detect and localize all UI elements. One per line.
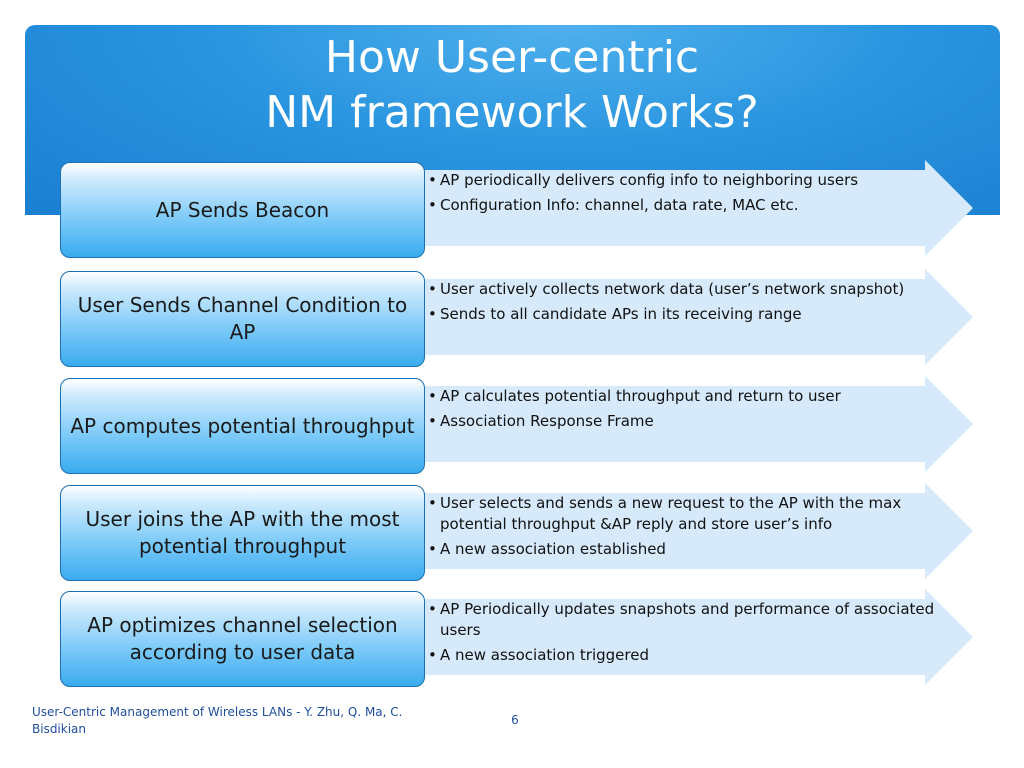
- bullet-item: AP Periodically updates snapshots and pe…: [428, 599, 948, 641]
- step-box-4: User joins the AP with the most potentia…: [60, 485, 425, 581]
- step-bullets-5: AP Periodically updates snapshots and pe…: [428, 599, 948, 670]
- step-label-3: AP computes potential throughput: [70, 413, 415, 438]
- step-box-1: AP Sends Beacon: [60, 162, 425, 258]
- page-number: 6: [511, 713, 519, 727]
- step-box-2: User Sends Channel Condition to AP: [60, 271, 425, 367]
- step-label-1: AP Sends Beacon: [155, 197, 330, 222]
- step-box-5: AP optimizes channel selection according…: [60, 591, 425, 687]
- bullet-item: Association Response Frame: [428, 411, 948, 432]
- step-row-2: User Sends Channel Condition to AP User …: [0, 267, 1024, 372]
- bullet-item: Configuration Info: channel, data rate, …: [428, 195, 948, 216]
- step-row-4: User joins the AP with the most potentia…: [0, 481, 1024, 586]
- step-row-5: AP optimizes channel selection according…: [0, 587, 1024, 692]
- bullet-item: AP calculates potential throughput and r…: [428, 386, 948, 407]
- bullet-item: A new association established: [428, 539, 948, 560]
- slide-title-line-1: How User-centric: [324, 32, 700, 83]
- step-bullets-4: User selects and sends a new request to …: [428, 493, 948, 564]
- step-label-4: User joins the AP with the most potentia…: [85, 507, 400, 558]
- step-label-5: AP optimizes channel selection according…: [87, 613, 398, 664]
- bullet-item: User selects and sends a new request to …: [428, 493, 948, 535]
- step-label-2: User Sends Channel Condition to AP: [77, 293, 408, 344]
- footer-citation: User-Centric Management of Wireless LANs…: [32, 705, 403, 736]
- step-bullets-3: AP calculates potential throughput and r…: [428, 386, 948, 436]
- bullet-item: User actively collects network data (use…: [428, 279, 948, 300]
- step-bullets-2: User actively collects network data (use…: [428, 279, 948, 329]
- step-box-3: AP computes potential throughput: [60, 378, 425, 474]
- step-row-3: AP computes potential throughput AP calc…: [0, 374, 1024, 479]
- step-row-1: AP Sends Beacon AP periodically delivers…: [0, 158, 1024, 263]
- slide-title-line-2: NM framework Works?: [265, 87, 759, 138]
- slide-title: How User-centric NM framework Works?: [0, 30, 1024, 140]
- bullet-item: Sends to all candidate APs in its receiv…: [428, 304, 948, 325]
- bullet-item: A new association triggered: [428, 645, 948, 666]
- step-bullets-1: AP periodically delivers config info to …: [428, 170, 948, 220]
- bullet-item: AP periodically delivers config info to …: [428, 170, 948, 191]
